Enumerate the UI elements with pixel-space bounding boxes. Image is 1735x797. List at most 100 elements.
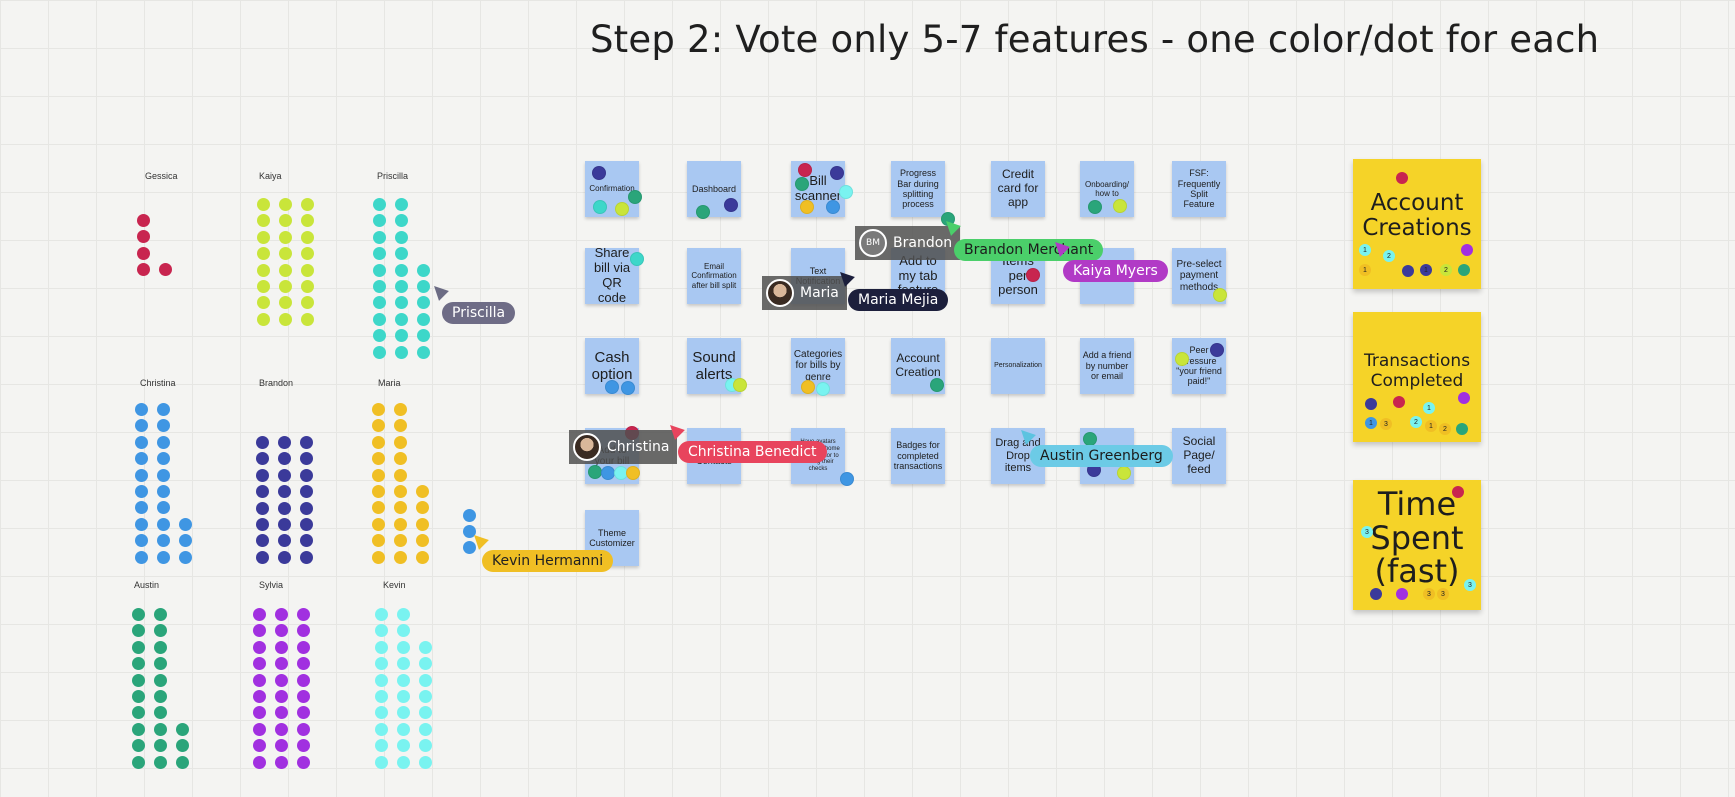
voting-dot-kevin[interactable]: [397, 690, 410, 703]
voting-dot-kevin[interactable]: [397, 755, 410, 769]
vote-dot-brandon[interactable]: [1210, 343, 1224, 357]
voting-dot-christina[interactable]: [179, 517, 192, 531]
voting-dot-christina[interactable]: [157, 534, 170, 548]
vote-dot-kaiya[interactable]: [1213, 288, 1227, 302]
vote-dot-gessica[interactable]: [798, 163, 812, 177]
voting-dot-austin[interactable]: [154, 608, 167, 621]
vote-dot-kaiya[interactable]: [1117, 466, 1131, 480]
voting-dot-sylvia[interactable]: [253, 608, 266, 621]
voting-dot-sylvia[interactable]: [297, 706, 310, 720]
priority-vote-dot-austin[interactable]: [1458, 264, 1470, 276]
feature-note-25[interactable]: Badges for completed transactions: [891, 428, 945, 484]
voting-dot-sylvia[interactable]: [275, 608, 288, 621]
voting-dot-gessica[interactable]: [137, 230, 150, 244]
voting-dot-sylvia[interactable]: [297, 739, 310, 753]
voting-dot-brandon[interactable]: [256, 501, 269, 515]
voting-dot-maria[interactable]: [372, 403, 385, 416]
voting-dot-christina[interactable]: [157, 468, 170, 482]
priority-vote-dot-gessica[interactable]: [1393, 396, 1405, 408]
voting-dot-kaiya[interactable]: [279, 230, 292, 244]
priority-vote-dot-kevin[interactable]: 3: [1361, 526, 1373, 538]
voting-dot-brandon[interactable]: [256, 436, 269, 449]
voting-dot-kaiya[interactable]: [257, 198, 270, 211]
voting-dot-maria[interactable]: [372, 550, 385, 564]
voting-dot-sylvia[interactable]: [253, 624, 266, 638]
voting-dot-brandon[interactable]: [300, 452, 313, 466]
feature-note-8[interactable]: Share bill via QR code: [585, 248, 639, 304]
priority-vote-dot-brandon[interactable]: [1365, 398, 1377, 410]
vote-dot-christina[interactable]: [601, 466, 615, 480]
voting-dot-sylvia[interactable]: [253, 722, 266, 736]
voting-dot-kevin[interactable]: [375, 657, 388, 671]
voting-dot-maria[interactable]: [416, 501, 429, 515]
voting-dot-gessica[interactable]: [137, 246, 150, 260]
voting-dot-maria[interactable]: [394, 534, 407, 548]
voting-dot-sylvia[interactable]: [297, 640, 310, 654]
voting-dot-christina[interactable]: [157, 403, 170, 416]
vote-dot-brandon[interactable]: [592, 166, 606, 180]
voting-dot-kevin[interactable]: [419, 640, 432, 654]
voting-dot-sylvia[interactable]: [253, 706, 266, 720]
voting-dot-brandon[interactable]: [300, 436, 313, 449]
feature-note-7[interactable]: FSF: Frequently Split Feature: [1172, 161, 1226, 217]
feature-note-28[interactable]: Social Page/ feed: [1172, 428, 1226, 484]
voting-dot-sylvia[interactable]: [275, 624, 288, 638]
voting-dot-priscilla[interactable]: [373, 214, 386, 228]
voting-dot-maria[interactable]: [372, 435, 385, 449]
voting-dot-kevin[interactable]: [397, 706, 410, 720]
voting-dot-kaiya[interactable]: [257, 280, 270, 293]
voting-dot-austin[interactable]: [132, 608, 145, 621]
voting-dot-kaiya[interactable]: [301, 280, 314, 293]
voting-dot-sylvia[interactable]: [297, 657, 310, 671]
voting-dot-kevin[interactable]: [375, 640, 388, 654]
voting-dot-sylvia[interactable]: [275, 739, 288, 753]
voting-dot-sylvia[interactable]: [275, 722, 288, 736]
voting-dot-kevin[interactable]: [419, 739, 432, 753]
vote-dot-austin[interactable]: [1088, 200, 1102, 214]
voting-dot-brandon[interactable]: [300, 501, 313, 515]
voting-dot-maria[interactable]: [394, 517, 407, 531]
voting-dot-sylvia[interactable]: [253, 690, 266, 703]
voting-dot-kaiya[interactable]: [279, 247, 292, 261]
voting-dot-kevin[interactable]: [375, 706, 388, 720]
priority-vote-dot-kevin[interactable]: 1: [1359, 244, 1371, 256]
voting-dot-priscilla[interactable]: [373, 247, 386, 261]
voting-dot-kevin[interactable]: [375, 755, 388, 769]
voting-dot-priscilla[interactable]: [395, 296, 408, 310]
priority-vote-dot-gessica[interactable]: [1396, 172, 1408, 184]
vote-dot-brandon[interactable]: [830, 166, 844, 180]
priority-vote-dot-kevin[interactable]: 2: [1383, 250, 1395, 262]
voting-dot-priscilla[interactable]: [417, 296, 430, 310]
voting-dot-kevin[interactable]: [397, 608, 410, 621]
voting-dot-brandon[interactable]: [256, 518, 269, 531]
voting-dot-sylvia[interactable]: [275, 706, 288, 720]
feature-note-9[interactable]: Email Confirmation after bill split: [687, 248, 741, 304]
vote-dot-maria[interactable]: [626, 466, 640, 480]
voting-dot-kaiya[interactable]: [257, 312, 270, 326]
voting-dot-kaiya[interactable]: [279, 312, 292, 326]
voting-dot-maria[interactable]: [394, 419, 407, 433]
voting-dot-priscilla[interactable]: [373, 312, 386, 326]
voting-dot-sylvia[interactable]: [253, 657, 266, 671]
voting-dot-christina[interactable]: [179, 550, 192, 564]
voting-dot-priscilla[interactable]: [395, 263, 408, 277]
voting-dot-sylvia[interactable]: [253, 739, 266, 753]
priority-vote-dot-kevin[interactable]: 3: [1464, 579, 1476, 591]
voting-dot-gessica[interactable]: [137, 263, 150, 277]
voting-dot-kaiya[interactable]: [257, 263, 270, 277]
voting-dot-gessica[interactable]: [137, 214, 150, 227]
voting-dot-sylvia[interactable]: [253, 755, 266, 769]
voting-dot-kaiya[interactable]: [301, 230, 314, 244]
voting-dot-kaiya[interactable]: [257, 296, 270, 310]
voting-dot-christina[interactable]: [157, 452, 170, 466]
vote-dot-kaiya[interactable]: [1175, 352, 1189, 366]
voting-dot-kevin[interactable]: [419, 690, 432, 703]
voting-dot-kevin[interactable]: [375, 673, 388, 687]
vote-dot-brandon[interactable]: [724, 198, 738, 212]
priority-vote-dot-maria[interactable]: 1: [1425, 420, 1437, 432]
voting-dot-brandon[interactable]: [256, 550, 269, 564]
voting-dot-christina[interactable]: [157, 485, 170, 498]
vote-dot-maria[interactable]: [801, 380, 815, 394]
voting-dot-maria[interactable]: [394, 501, 407, 515]
vote-dot-austin[interactable]: [1083, 432, 1097, 446]
